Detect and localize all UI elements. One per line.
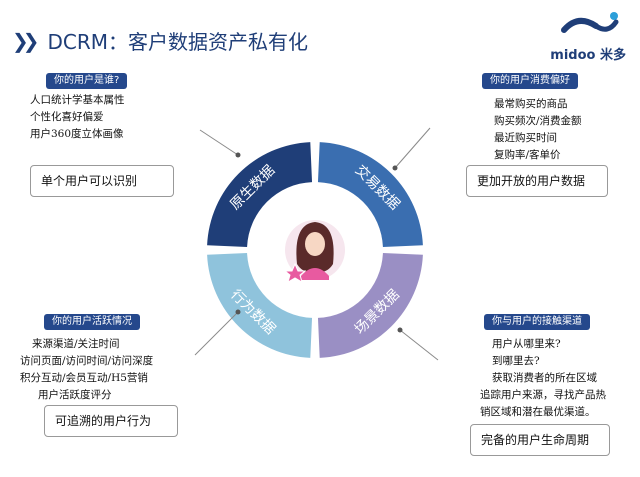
list-item: 个性化喜好偏爱: [30, 111, 104, 123]
list-item: 用户从哪里来?: [492, 338, 561, 350]
list-item: 用户活跃度评分: [38, 389, 112, 401]
panel-list-channel: 用户从哪里来? 到哪里去? 获取消费者的所在区域 追踪用户来源，寻找产品热 销区…: [480, 336, 606, 421]
quadrant-ring: [207, 142, 423, 358]
panel-header-who: 你的用户是谁?: [46, 73, 128, 89]
quadrant-behavior: [207, 252, 313, 358]
list-item: 到哪里去?: [492, 355, 540, 367]
list-item: 销区域和潜在最优渠道。: [480, 406, 596, 418]
list-item: 复购率/客单价: [494, 149, 561, 161]
quadrant-transaction: [317, 142, 423, 248]
list-item: 用户360度立体画像: [30, 128, 124, 140]
callout-open-data: 更加开放的用户数据: [466, 165, 608, 197]
callout-identifiable: 单个用户可以识别: [30, 165, 174, 197]
panel-list-who: 人口统计学基本属性 个性化喜好偏爱 用户360度立体画像: [30, 92, 125, 143]
quadrant-native: [207, 142, 313, 248]
list-item: 人口统计学基本属性: [30, 94, 125, 106]
panel-header-activity: 你的用户活跃情况: [44, 314, 140, 330]
list-item: 追踪用户来源，寻找产品热: [480, 389, 606, 401]
panel-header-channel: 你与用户的接触渠道: [484, 314, 590, 330]
logo-text: midoo 米多: [550, 48, 626, 63]
list-item: 获取消费者的所在区域: [492, 372, 597, 384]
panel-list-activity: 来源渠道/关注时间 访问页面/访问时间/访问深度 积分互动/会员互动/H5营销 …: [20, 336, 153, 404]
list-item: 最常购买的商品: [494, 98, 568, 110]
callout-traceable: 可追溯的用户行为: [44, 405, 178, 437]
panel-list-preference: 最常购买的商品 购买频次/消费金额 最近购买时间 复购率/客单价: [494, 96, 582, 164]
list-item: 来源渠道/关注时间: [32, 338, 120, 350]
title-bar: ❯❯ DCRM：客户数据资产私有化: [12, 26, 308, 55]
midoo-logo: [561, 12, 619, 33]
quadrant-scene: [317, 252, 423, 358]
panel-header-preference: 你的用户消费偏好: [482, 73, 578, 89]
female-avatar-icon: [283, 220, 345, 284]
leader-lines: [194, 127, 439, 361]
list-item: 访问页面/访问时间/访问深度: [20, 355, 154, 367]
list-item: 购买频次/消费金额: [494, 115, 582, 127]
callout-lifecycle: 完备的用户生命周期: [470, 424, 610, 456]
list-item: 积分互动/会员互动/H5营销: [20, 372, 148, 384]
leader-dots: [235, 152, 403, 333]
page-title: DCRM：客户数据资产私有化: [47, 30, 309, 54]
list-item: 最近购买时间: [494, 132, 557, 144]
